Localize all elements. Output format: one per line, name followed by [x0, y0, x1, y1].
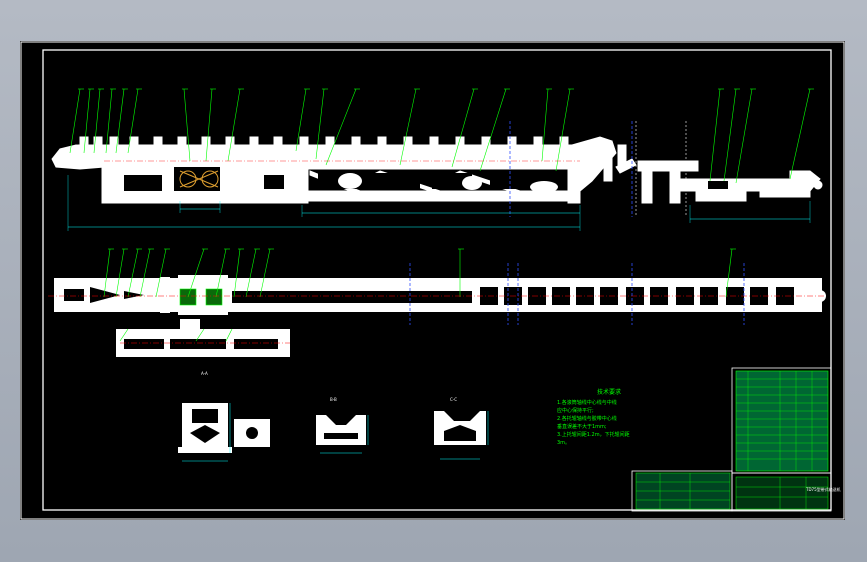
section-b-cutouts — [324, 433, 358, 439]
centerlines — [48, 121, 826, 344]
inner-border — [42, 49, 832, 511]
section-b[interactable] — [316, 415, 366, 445]
section-label-c: C-C — [450, 397, 458, 402]
line-segment — [139, 248, 151, 298]
line-segment — [735, 88, 753, 184]
drive-pulleys — [179, 170, 219, 188]
outer-border — [20, 41, 845, 520]
line-segment — [227, 88, 241, 162]
line-segment — [155, 248, 167, 298]
line-segment — [115, 248, 125, 298]
line-segment — [187, 248, 205, 298]
line-segment — [215, 248, 227, 298]
line-segment — [105, 88, 113, 154]
line-segment — [119, 328, 129, 342]
line-segment — [541, 88, 549, 162]
notes-title: 技术要求 — [596, 389, 621, 396]
drive-assembly-plan[interactable] — [116, 319, 290, 357]
line-segment — [115, 88, 125, 154]
note-line: 1.各滚筒轴线中心线与中线 — [557, 400, 617, 406]
section-label-a: A-A — [201, 371, 208, 376]
carrying-idlers — [79, 136, 569, 147]
title-block[interactable] — [731, 472, 832, 512]
line-segment — [789, 88, 811, 180]
drive-assembly-cutouts — [124, 339, 278, 349]
title-block-name: TD75型带式输送机 — [806, 487, 841, 492]
section-label-b: B-B — [330, 397, 337, 402]
section-c-cutouts — [444, 425, 476, 441]
dimension-lines — [67, 175, 811, 462]
note-line: 垂直误差不大于1mm; — [557, 424, 607, 430]
line-segment — [479, 88, 507, 172]
note-line: 2.各托辊轴线与胶带中心线 — [557, 416, 617, 422]
section-a[interactable] — [178, 403, 270, 453]
line-segment — [259, 248, 271, 298]
parts-list-table[interactable] — [731, 367, 832, 474]
technical-notes: 技术要求 1.各滚筒轴线中心线与中线 应中心保持平行; 2.各托辊轴线与胶带中心… — [557, 389, 657, 447]
note-line: 3m。 — [557, 440, 571, 446]
note-line: 应中心保持平行; — [557, 408, 594, 414]
line-segment — [555, 88, 571, 172]
line-segment — [103, 248, 111, 298]
line-segment — [127, 248, 139, 298]
line-segment — [93, 88, 101, 154]
revision-block[interactable] — [631, 470, 733, 512]
line-segment — [83, 88, 91, 154]
line-segment — [325, 88, 357, 166]
line-segment — [725, 248, 733, 298]
line-segment — [183, 88, 191, 162]
line-segment — [451, 88, 475, 168]
line-segment — [723, 88, 737, 182]
line-segment — [709, 88, 721, 182]
drawing-sheet[interactable]: 技术要求 1.各滚筒轴线中心线与中线 应中心保持平行; 2.各托辊轴线与胶带中心… — [20, 41, 845, 520]
section-a-cutouts — [190, 409, 258, 443]
drawing-canvas[interactable] — [20, 41, 845, 520]
line-segment — [69, 88, 81, 154]
elevation-view[interactable] — [51, 136, 823, 204]
line-segment — [295, 88, 307, 152]
line-segment — [225, 328, 233, 342]
line-segment — [315, 88, 325, 160]
balloon-leaders — [69, 88, 814, 342]
line-segment — [127, 88, 139, 154]
line-segment — [195, 328, 205, 342]
line-segment — [399, 88, 417, 166]
line-segment — [205, 88, 213, 162]
line-segment — [245, 248, 257, 298]
note-line: 3.上托辊间距1.2m，下托辊间距 — [557, 432, 630, 438]
line-segment — [233, 248, 241, 298]
elevation-pulleys — [338, 173, 558, 193]
